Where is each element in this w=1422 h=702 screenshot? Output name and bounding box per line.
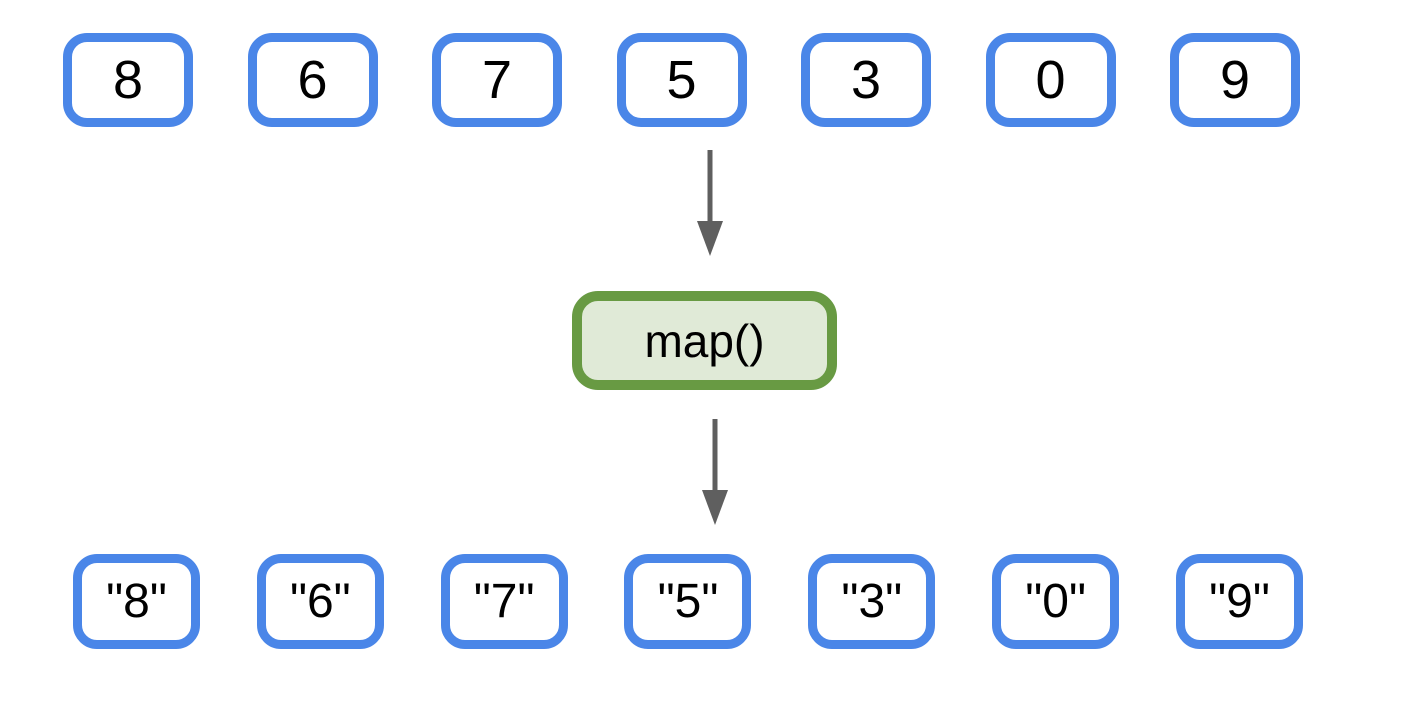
input-cell: 5 [616, 33, 747, 127]
input-value: 7 [481, 50, 513, 110]
output-value: "0" [1025, 574, 1087, 628]
output-value: "6" [289, 574, 351, 628]
input-cell: 6 [247, 33, 378, 127]
input-value: 6 [297, 50, 328, 110]
input-value: 0 [1035, 50, 1066, 110]
input-value: 9 [1219, 50, 1251, 110]
arrow-down-icon [697, 150, 723, 256]
output-value: "8" [106, 574, 167, 628]
map-function-label: map() [644, 314, 765, 367]
input-cell: 7 [432, 33, 562, 127]
input-cell: 9 [1170, 33, 1300, 127]
input-value: 3 [850, 50, 882, 110]
map-function-box: map() [572, 291, 837, 390]
input-cell: 8 [63, 33, 193, 127]
output-cell: "7" [440, 554, 568, 649]
output-cell: "8" [73, 554, 200, 649]
output-cell: "5" [624, 554, 752, 649]
output-row: "8" "6" "7" "5" "3" "0" "9" [73, 554, 1303, 649]
output-cell: "6" [256, 554, 384, 649]
output-cell: "9" [1175, 554, 1303, 649]
input-cell: 3 [801, 33, 931, 127]
output-value: "9" [1209, 574, 1270, 628]
input-cell: 0 [985, 33, 1116, 127]
arrow-down-icon [702, 419, 728, 525]
input-value: 8 [112, 50, 144, 110]
output-cell: "3" [808, 554, 936, 649]
output-value: "7" [473, 574, 535, 628]
input-value: 5 [666, 50, 697, 110]
output-value: "5" [657, 574, 719, 628]
output-value: "3" [841, 574, 903, 628]
input-row: 8 6 7 5 3 0 9 [63, 33, 1300, 127]
output-cell: "0" [992, 554, 1120, 649]
